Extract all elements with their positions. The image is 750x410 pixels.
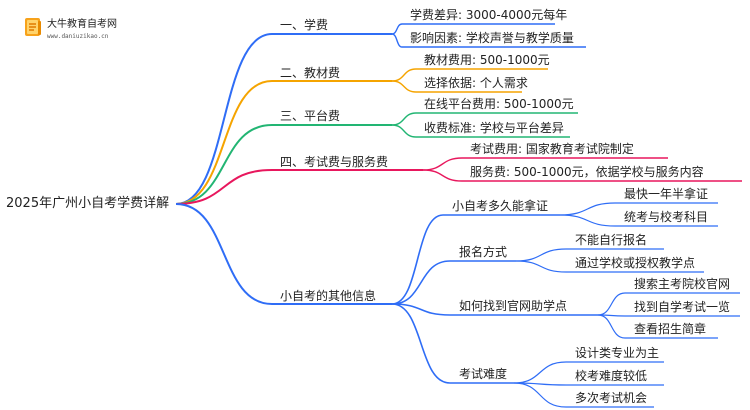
- tuition-factors: 影响因素: 学校声誉与教学质量: [410, 31, 574, 45]
- branch-curve: [175, 80, 273, 205]
- branch-platform-fee: 三、平台费: [280, 109, 341, 123]
- root-topic: 2025年广州小自考学费详解: [6, 196, 170, 211]
- detail-curve: [559, 202, 616, 216]
- branch-other-info: 小自考的其他信息: [280, 289, 377, 303]
- find-center-topic: 如何找到官网助学点: [459, 299, 568, 313]
- fastest-cert: 最快一年半拿证: [624, 187, 709, 201]
- detail-curve: [515, 260, 567, 273]
- sub-branch-curve: [391, 303, 451, 316]
- leaf-curve: [391, 23, 403, 35]
- detail-curve: [597, 314, 626, 339]
- view-admission-guide: 查看招生简章: [634, 322, 707, 336]
- multiple-exam-chances: 多次考试机会: [575, 391, 648, 405]
- cert-duration-topic: 小自考多久能拿证: [452, 199, 549, 213]
- branch-curve: [175, 124, 273, 205]
- exam-subjects: 统考与校考科目: [624, 210, 709, 224]
- brand-name: 大牛教育自考网: [47, 19, 117, 30]
- find-exam-list: 找到自学考试一览: [634, 300, 731, 314]
- branch-exam-service-fee: 四、考试费与服务费: [280, 155, 389, 169]
- detail-curve: [559, 214, 616, 227]
- platform-standard: 收费标准: 学校与平台差异: [424, 121, 564, 135]
- leaf-curve: [391, 33, 403, 48]
- exam-difficulty-topic: 考试难度: [459, 367, 508, 381]
- book-logo-icon: [25, 18, 41, 36]
- brand-site-url: www.daniuzikao.cn: [47, 33, 109, 40]
- leaf-curve: [391, 112, 417, 126]
- tuition-range: 学费差异: 3000-4000元每年: [410, 8, 568, 22]
- branch-textbook-fee: 二、教材费: [280, 66, 341, 80]
- search-college-site: 搜索主考院校官网: [634, 277, 731, 291]
- exam-fee: 考试费用: 国家教育考试院制定: [470, 142, 634, 156]
- leaf-curve: [422, 157, 463, 171]
- branch-tuition: 一、学费: [280, 18, 329, 32]
- detail-curve: [515, 248, 567, 262]
- detail-curve: [597, 292, 626, 316]
- registration-topic: 报名方式: [459, 245, 508, 259]
- leaf-curve: [391, 124, 417, 138]
- register-via-school: 通过学校或授权教学点: [575, 256, 696, 270]
- leaf-curve: [391, 80, 417, 93]
- branch-curve: [175, 33, 273, 205]
- platform-cost: 在线平台费用: 500-1000元: [424, 97, 574, 111]
- detail-curve: [513, 382, 567, 408]
- sub-branch-curve: [391, 260, 451, 305]
- branch-curve: [175, 203, 273, 305]
- branch-curve: [175, 169, 273, 205]
- detail-curve: [513, 361, 567, 384]
- textbook-cost: 教材费用: 500-1000元: [424, 53, 550, 67]
- service-fee: 服务费: 500-1000元，依据学校与服务内容: [470, 165, 704, 179]
- leaf-curve: [422, 169, 463, 182]
- sub-branch-curve: [391, 214, 444, 305]
- leaf-curve: [391, 68, 417, 82]
- sub-branch-curve: [391, 303, 451, 384]
- design-majors: 设计类专业为主: [575, 346, 660, 360]
- low-school-exam-difficulty: 校考难度较低: [575, 369, 648, 383]
- no-self-registration: 不能自行报名: [575, 233, 648, 247]
- textbook-basis: 选择依据: 个人需求: [424, 76, 528, 90]
